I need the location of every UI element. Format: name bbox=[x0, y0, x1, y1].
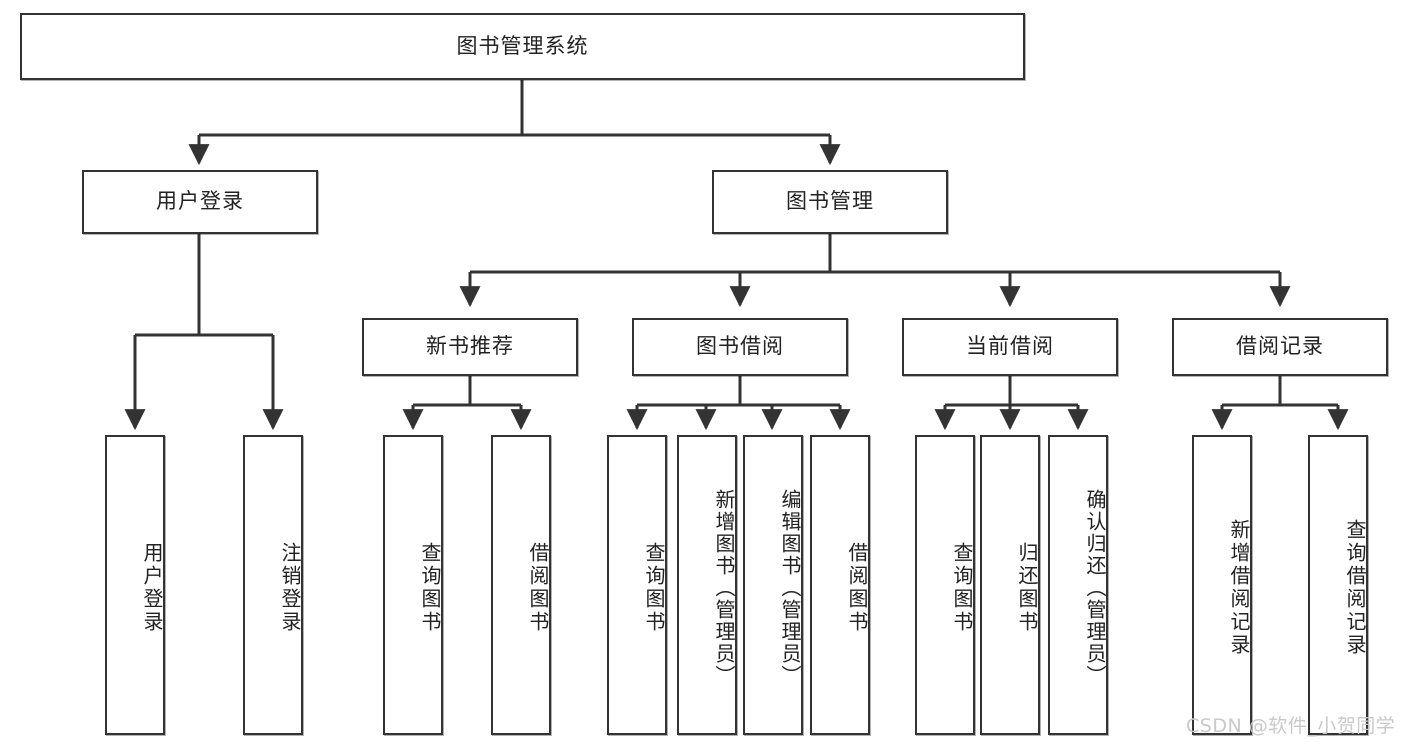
leaf-currentborrow-query-book[interactable]: 查询图书 bbox=[915, 435, 975, 735]
node-user-login[interactable]: 用户登录 bbox=[82, 170, 318, 234]
leaf-user-logout[interactable]: 注销登录 bbox=[243, 435, 303, 735]
leaf-bookborrow-query-book[interactable]: 查询图书 bbox=[607, 435, 667, 735]
node-root-book-management-system[interactable]: 图书管理系统 bbox=[20, 13, 1025, 80]
leaf-newbook-borrow-book[interactable]: 借阅图书 bbox=[491, 435, 551, 735]
leaf-currentborrow-return-book[interactable]: 归还图书 bbox=[980, 435, 1040, 735]
leaf-bookborrow-add-book-admin[interactable]: 新增图书（管理员） bbox=[677, 435, 737, 735]
leaf-bookborrow-lend-book[interactable]: 借阅图书 bbox=[810, 435, 870, 735]
leaf-user-login[interactable]: 用户登录 bbox=[105, 435, 165, 735]
node-book-borrow[interactable]: 图书借阅 bbox=[632, 318, 848, 376]
leaf-newbook-query-book[interactable]: 查询图书 bbox=[383, 435, 443, 735]
leaf-bookborrow-edit-book-admin[interactable]: 编辑图书（管理员） bbox=[743, 435, 803, 735]
node-borrow-record[interactable]: 借阅记录 bbox=[1172, 318, 1388, 376]
node-new-book-recommend[interactable]: 新书推荐 bbox=[362, 318, 578, 376]
leaf-borrowrecord-query-record[interactable]: 查询借阅记录 bbox=[1308, 435, 1368, 735]
leaf-currentborrow-confirm-return-admin[interactable]: 确认归还（管理员） bbox=[1048, 435, 1108, 735]
node-current-borrow[interactable]: 当前借阅 bbox=[902, 318, 1118, 376]
node-book-management[interactable]: 图书管理 bbox=[712, 170, 948, 234]
csdn-watermark: CSDN @软件_小贺同学 bbox=[1186, 715, 1396, 737]
leaf-borrowrecord-add-record[interactable]: 新增借阅记录 bbox=[1192, 435, 1252, 735]
